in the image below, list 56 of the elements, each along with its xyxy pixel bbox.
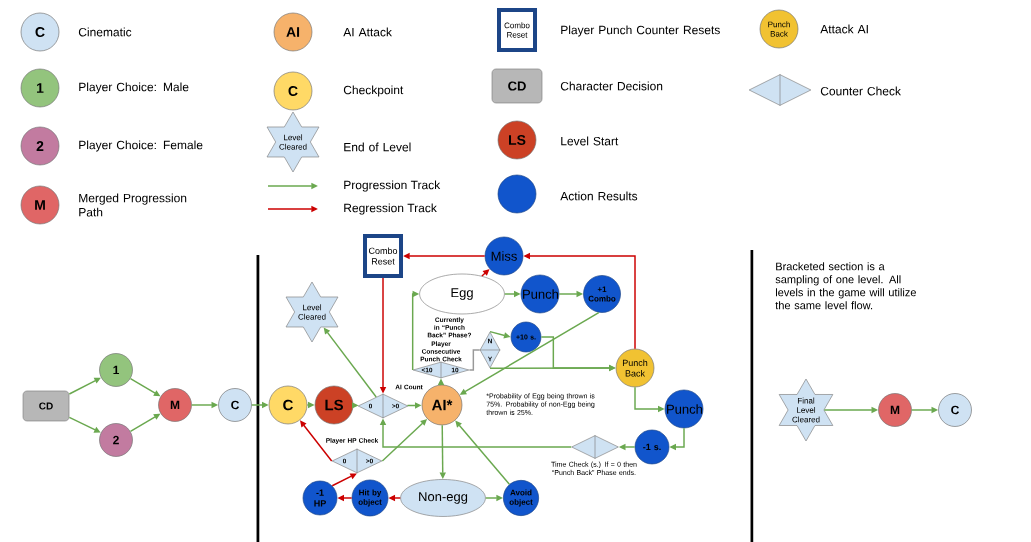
square-box: Combo Reset	[363, 234, 403, 278]
circle-node: C	[20, 12, 60, 52]
circle-node: C	[273, 71, 313, 111]
rounded-box: CD	[22, 390, 70, 422]
legend-text: Action Results	[560, 191, 638, 201]
circle-node: -1 HP	[302, 480, 338, 516]
ellipse-node: Egg	[419, 273, 505, 315]
circle-node: +1 Combo	[583, 275, 621, 313]
circle-node: C	[218, 388, 252, 422]
legend-text: Merged Progression Path	[79, 193, 187, 217]
legend-text: Cinematic	[78, 27, 132, 37]
circle-node: M	[20, 185, 60, 225]
circle-node: 2	[99, 423, 133, 457]
legend-text: Player Punch Counter Resets	[561, 25, 720, 37]
legend-text: Progression Track	[344, 180, 441, 192]
rounded-box: CD	[491, 68, 543, 104]
circle-node: C	[938, 393, 972, 427]
legend-text: Player Choice: Female	[79, 140, 203, 152]
legend-text: Player Choice: Male	[79, 82, 189, 94]
circle-node: M	[158, 388, 192, 422]
legend-text: End of Level	[344, 142, 411, 152]
legend-text: Level Start	[561, 136, 619, 146]
circle-node: Miss	[484, 236, 524, 276]
circle-node: Punch	[664, 389, 704, 429]
circle-node: Punch Back	[615, 348, 655, 388]
circle-node: Punch Back	[759, 9, 799, 49]
legend-text: Regression Track	[344, 203, 437, 215]
circle-node: AI	[273, 12, 313, 52]
circle-node: Punch	[520, 274, 560, 314]
arrow	[68, 377, 101, 395]
circle-node: C	[268, 385, 308, 425]
star-node: Final Level Cleared	[778, 378, 834, 442]
circle-node: Hit by object	[351, 479, 389, 517]
arrow	[331, 473, 357, 487]
star-node: Level Cleared	[285, 281, 339, 343]
circle-node: 1	[99, 353, 133, 387]
circle-node: 2	[20, 126, 60, 166]
connector-line	[468, 349, 481, 371]
legend-text: Attack AI	[820, 24, 868, 34]
square-box: Combo Reset	[497, 8, 537, 52]
circle-node: LS	[314, 385, 354, 425]
legend-text: Checkpoint	[343, 85, 404, 97]
circle-node: LS	[497, 120, 537, 160]
circle-node: Avoid object	[503, 480, 539, 516]
circle-node: M	[878, 393, 912, 427]
arrow	[481, 269, 490, 277]
legend-text: AI Attack	[343, 27, 392, 37]
decision-diamond	[748, 73, 812, 107]
circle-node	[497, 174, 537, 214]
note-text: Bracketed section is a sampling of one level. All levels in the game will utilize the same level flow.	[775, 262, 916, 310]
legend-text: Counter Check	[820, 86, 901, 96]
ellipse-node: Non-egg	[400, 479, 486, 517]
legend-text: Character Decision	[560, 81, 663, 91]
circle-node: 1	[20, 68, 60, 108]
star-node: Level Cleared	[266, 111, 320, 173]
arrow	[300, 420, 333, 462]
